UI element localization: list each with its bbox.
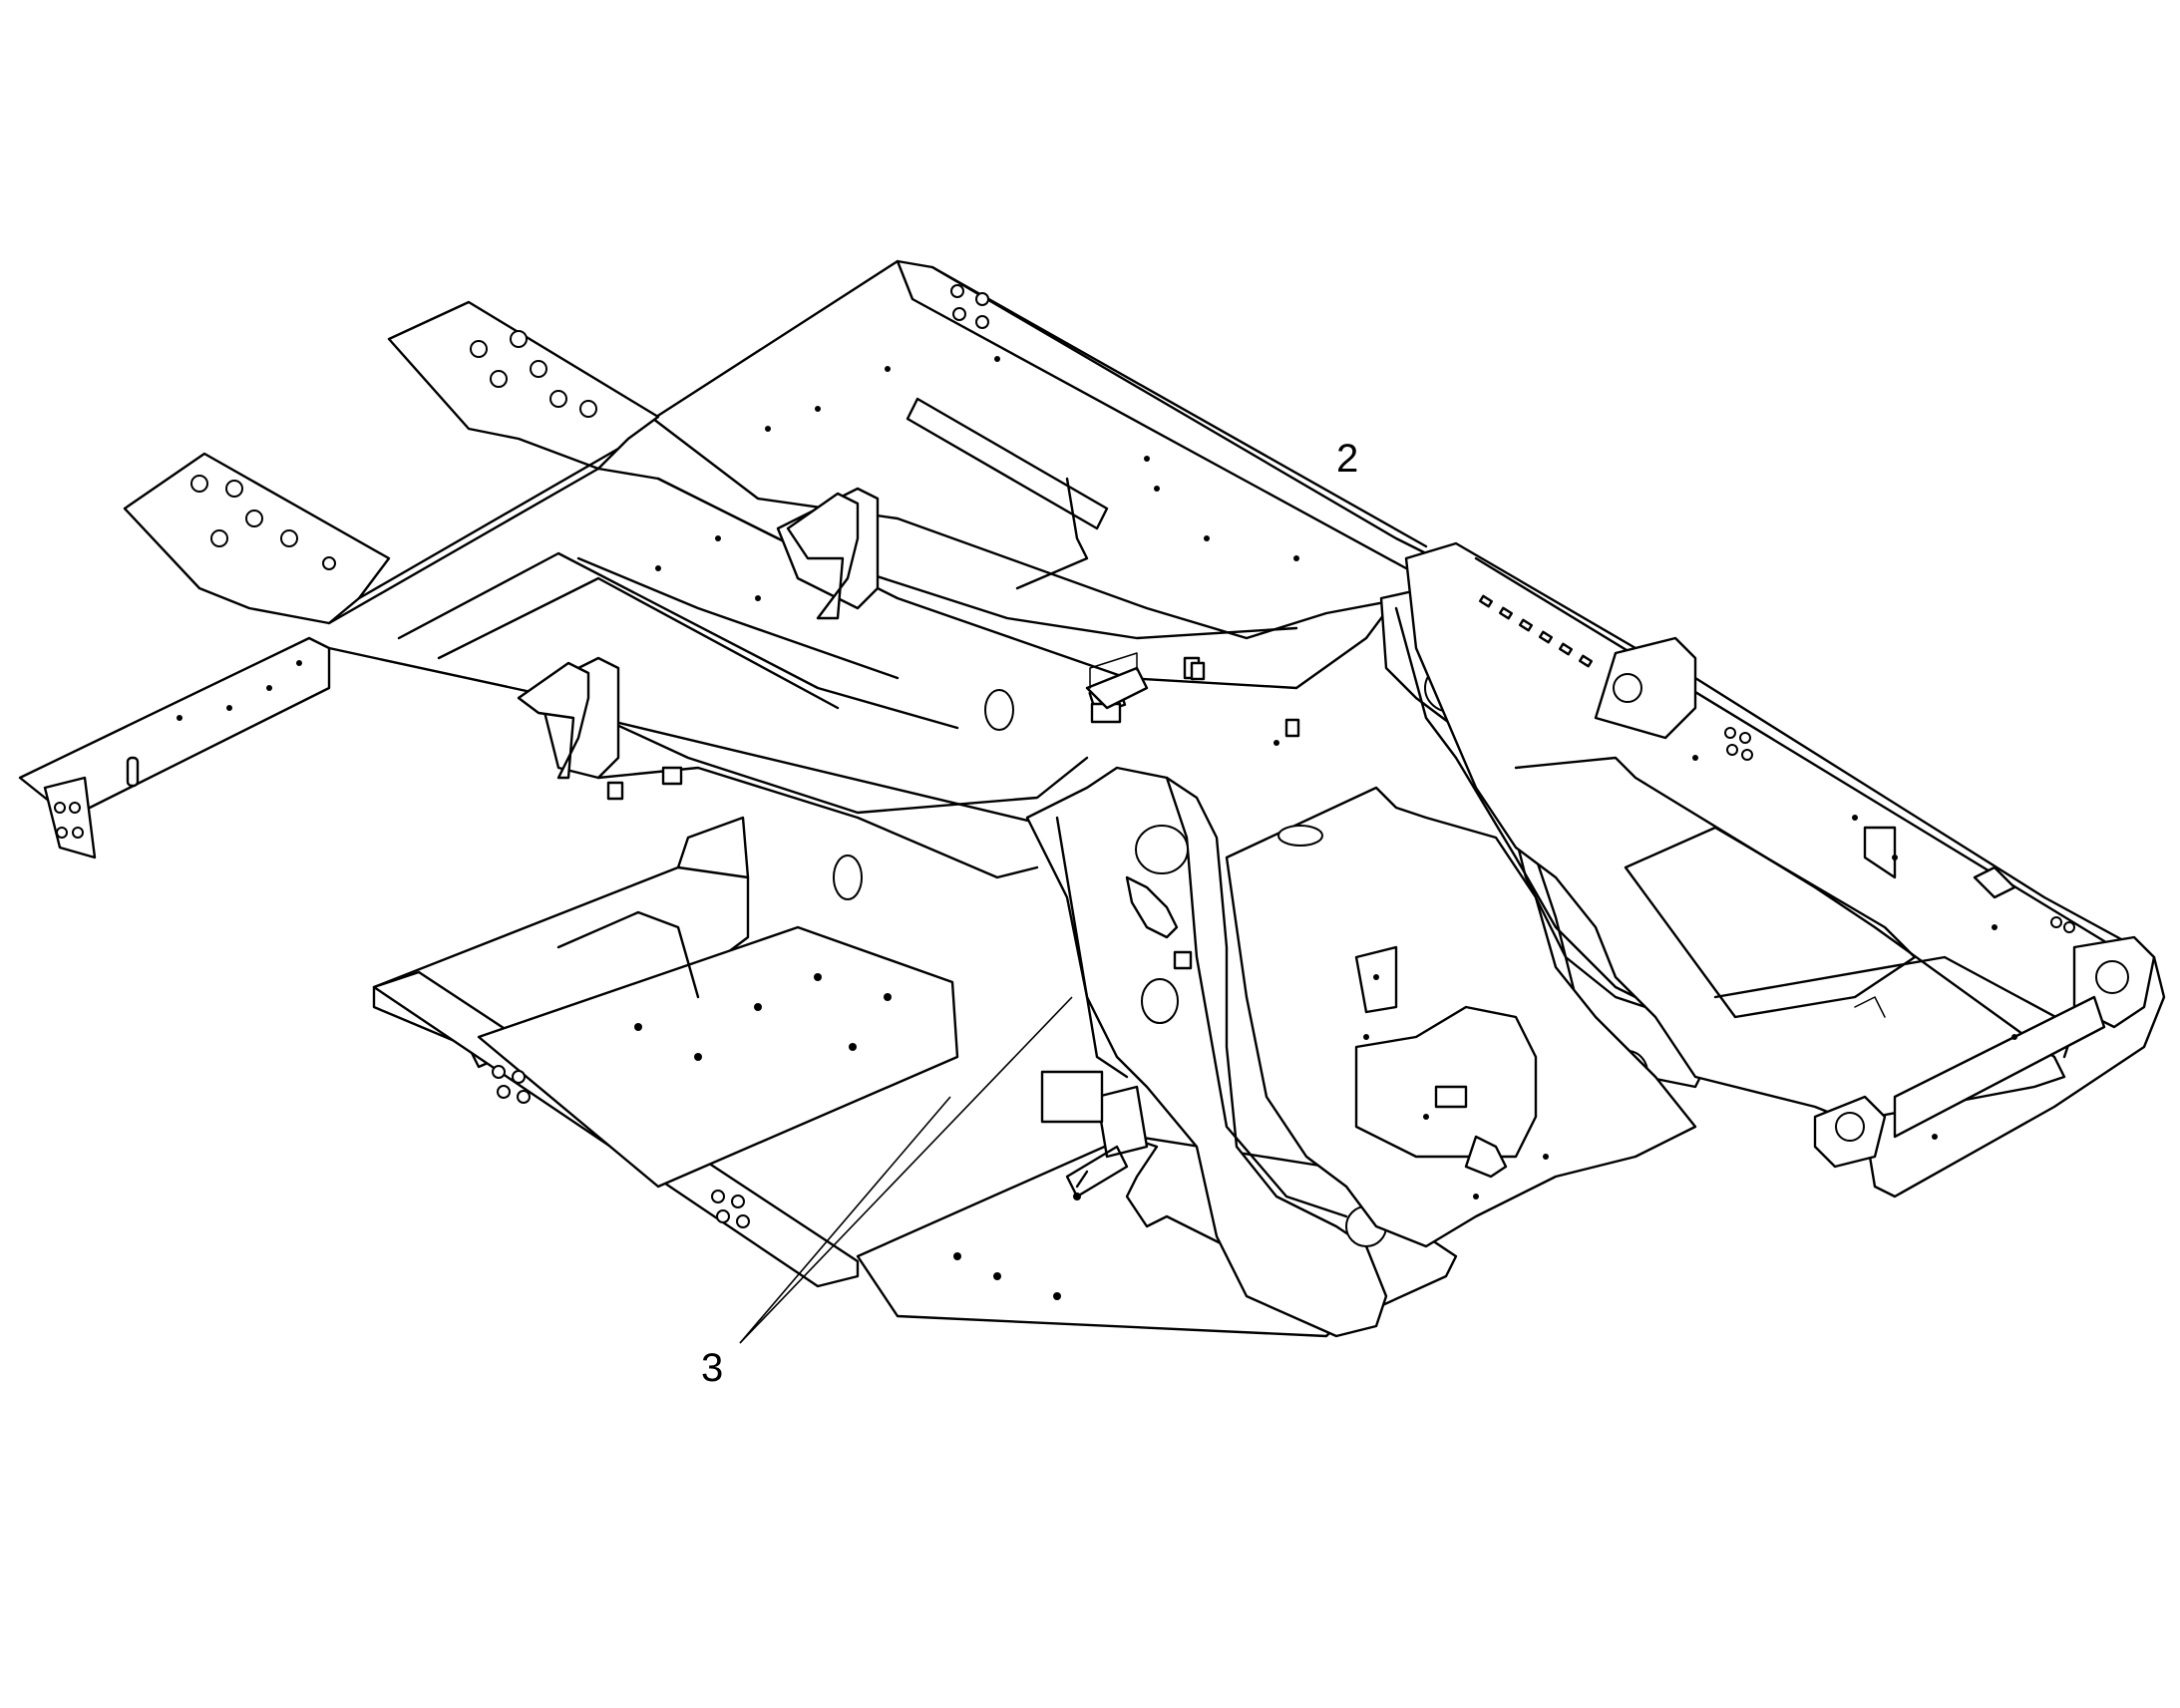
callout-part-2: 2	[1336, 437, 1359, 481]
rear-plate-fittings	[655, 356, 1300, 746]
slot-row	[1478, 594, 1594, 668]
rear-right-frame	[1404, 541, 2166, 1198]
upper-arm-front	[123, 452, 391, 625]
callout-part-3: 3	[701, 1346, 724, 1390]
leader-line-part-3b	[739, 1096, 951, 1344]
inter-tower-plate	[1225, 786, 1697, 1248]
rear-main-plate	[651, 259, 1438, 640]
rail-bracket-rear	[786, 492, 860, 620]
front-left-platform	[372, 816, 959, 1288]
leader-line-part-3a	[739, 996, 1073, 1344]
rail-bracket-front	[517, 661, 590, 780]
front-left-bar	[18, 636, 331, 859]
upper-arm-rear	[387, 300, 660, 471]
